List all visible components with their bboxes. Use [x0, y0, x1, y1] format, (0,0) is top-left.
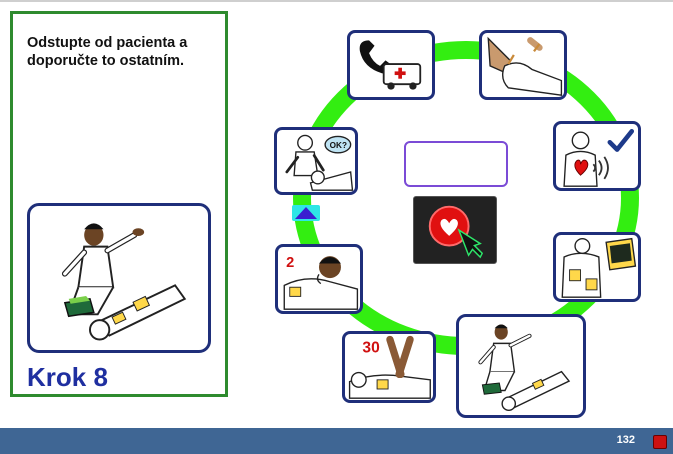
check-response-icon: OK? [285, 134, 354, 191]
instruction-text: Odstupte od pacienta a doporučte to osta… [27, 35, 188, 69]
phone-ambulance-icon [359, 40, 422, 90]
chest-compressions-icon: 30 [348, 335, 431, 399]
cpr-count-label: 30 [362, 339, 380, 356]
stop-icon[interactable] [653, 435, 667, 449]
stand-clear-icon [478, 324, 571, 411]
card-attach-pads[interactable] [553, 232, 641, 302]
stand-clear-icon [61, 223, 187, 341]
card-rescue-breaths[interactable]: 2 [275, 244, 363, 314]
center-blank-box [404, 141, 508, 187]
card-chest-compressions[interactable]: 30 [342, 331, 436, 403]
card-call-emergency[interactable] [347, 30, 435, 100]
stand-clear-illustration [27, 203, 211, 353]
aed-pads-icon [561, 237, 637, 298]
breath-count-label: 2 [286, 255, 294, 271]
card-check-breathing[interactable] [553, 121, 641, 191]
ok-bubble-label: OK? [330, 141, 347, 150]
aed-shock-button[interactable] [413, 196, 497, 264]
card-stand-clear-current[interactable] [456, 314, 586, 418]
footer-bar: 132 [0, 428, 673, 454]
step-panel: Odstupte od pacienta a doporučte to osta… [10, 11, 228, 397]
top-rule [0, 0, 673, 2]
nav-up-arrow-icon[interactable] [292, 205, 320, 221]
card-open-airway[interactable] [479, 30, 567, 100]
rescue-breaths-icon: 2 [283, 255, 359, 310]
card-check-response[interactable]: OK? [274, 127, 358, 195]
check-breathing-icon [563, 129, 635, 187]
step-label: Krok 8 [27, 362, 108, 392]
open-airway-icon [487, 36, 563, 96]
page-number: 132 [616, 434, 635, 446]
aed-shock-button-icon [428, 205, 484, 259]
